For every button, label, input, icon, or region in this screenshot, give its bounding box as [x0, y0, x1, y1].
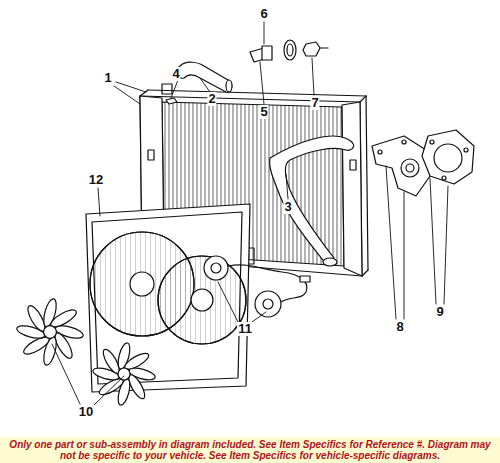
fan-shroud	[86, 204, 250, 392]
callout-number: 6	[259, 7, 268, 21]
callout-number: 10	[78, 405, 94, 419]
fan-hub	[118, 368, 130, 380]
callout-number: 2	[207, 92, 216, 106]
lower-hose	[270, 136, 354, 264]
callout-number: 12	[88, 173, 104, 187]
notice-caption: Only one part or sub-assembly in diagram…	[4, 439, 496, 461]
callout-number: 9	[435, 305, 444, 319]
callout-number: 1	[103, 71, 112, 85]
clip	[166, 98, 177, 104]
thermostat-assembly	[250, 40, 328, 62]
callout-number: 11	[237, 322, 253, 336]
gasket	[422, 130, 474, 184]
fan-blade	[16, 298, 157, 407]
fan-hub	[44, 326, 57, 339]
callout-number: 7	[310, 96, 319, 110]
leader-line	[52, 22, 448, 405]
callout-number: 4	[171, 67, 180, 81]
water-pump	[372, 136, 430, 196]
upper-hose	[177, 62, 232, 92]
callout-number: 8	[395, 320, 404, 334]
callout-number: 5	[259, 105, 268, 119]
callout-number: 3	[283, 200, 292, 214]
